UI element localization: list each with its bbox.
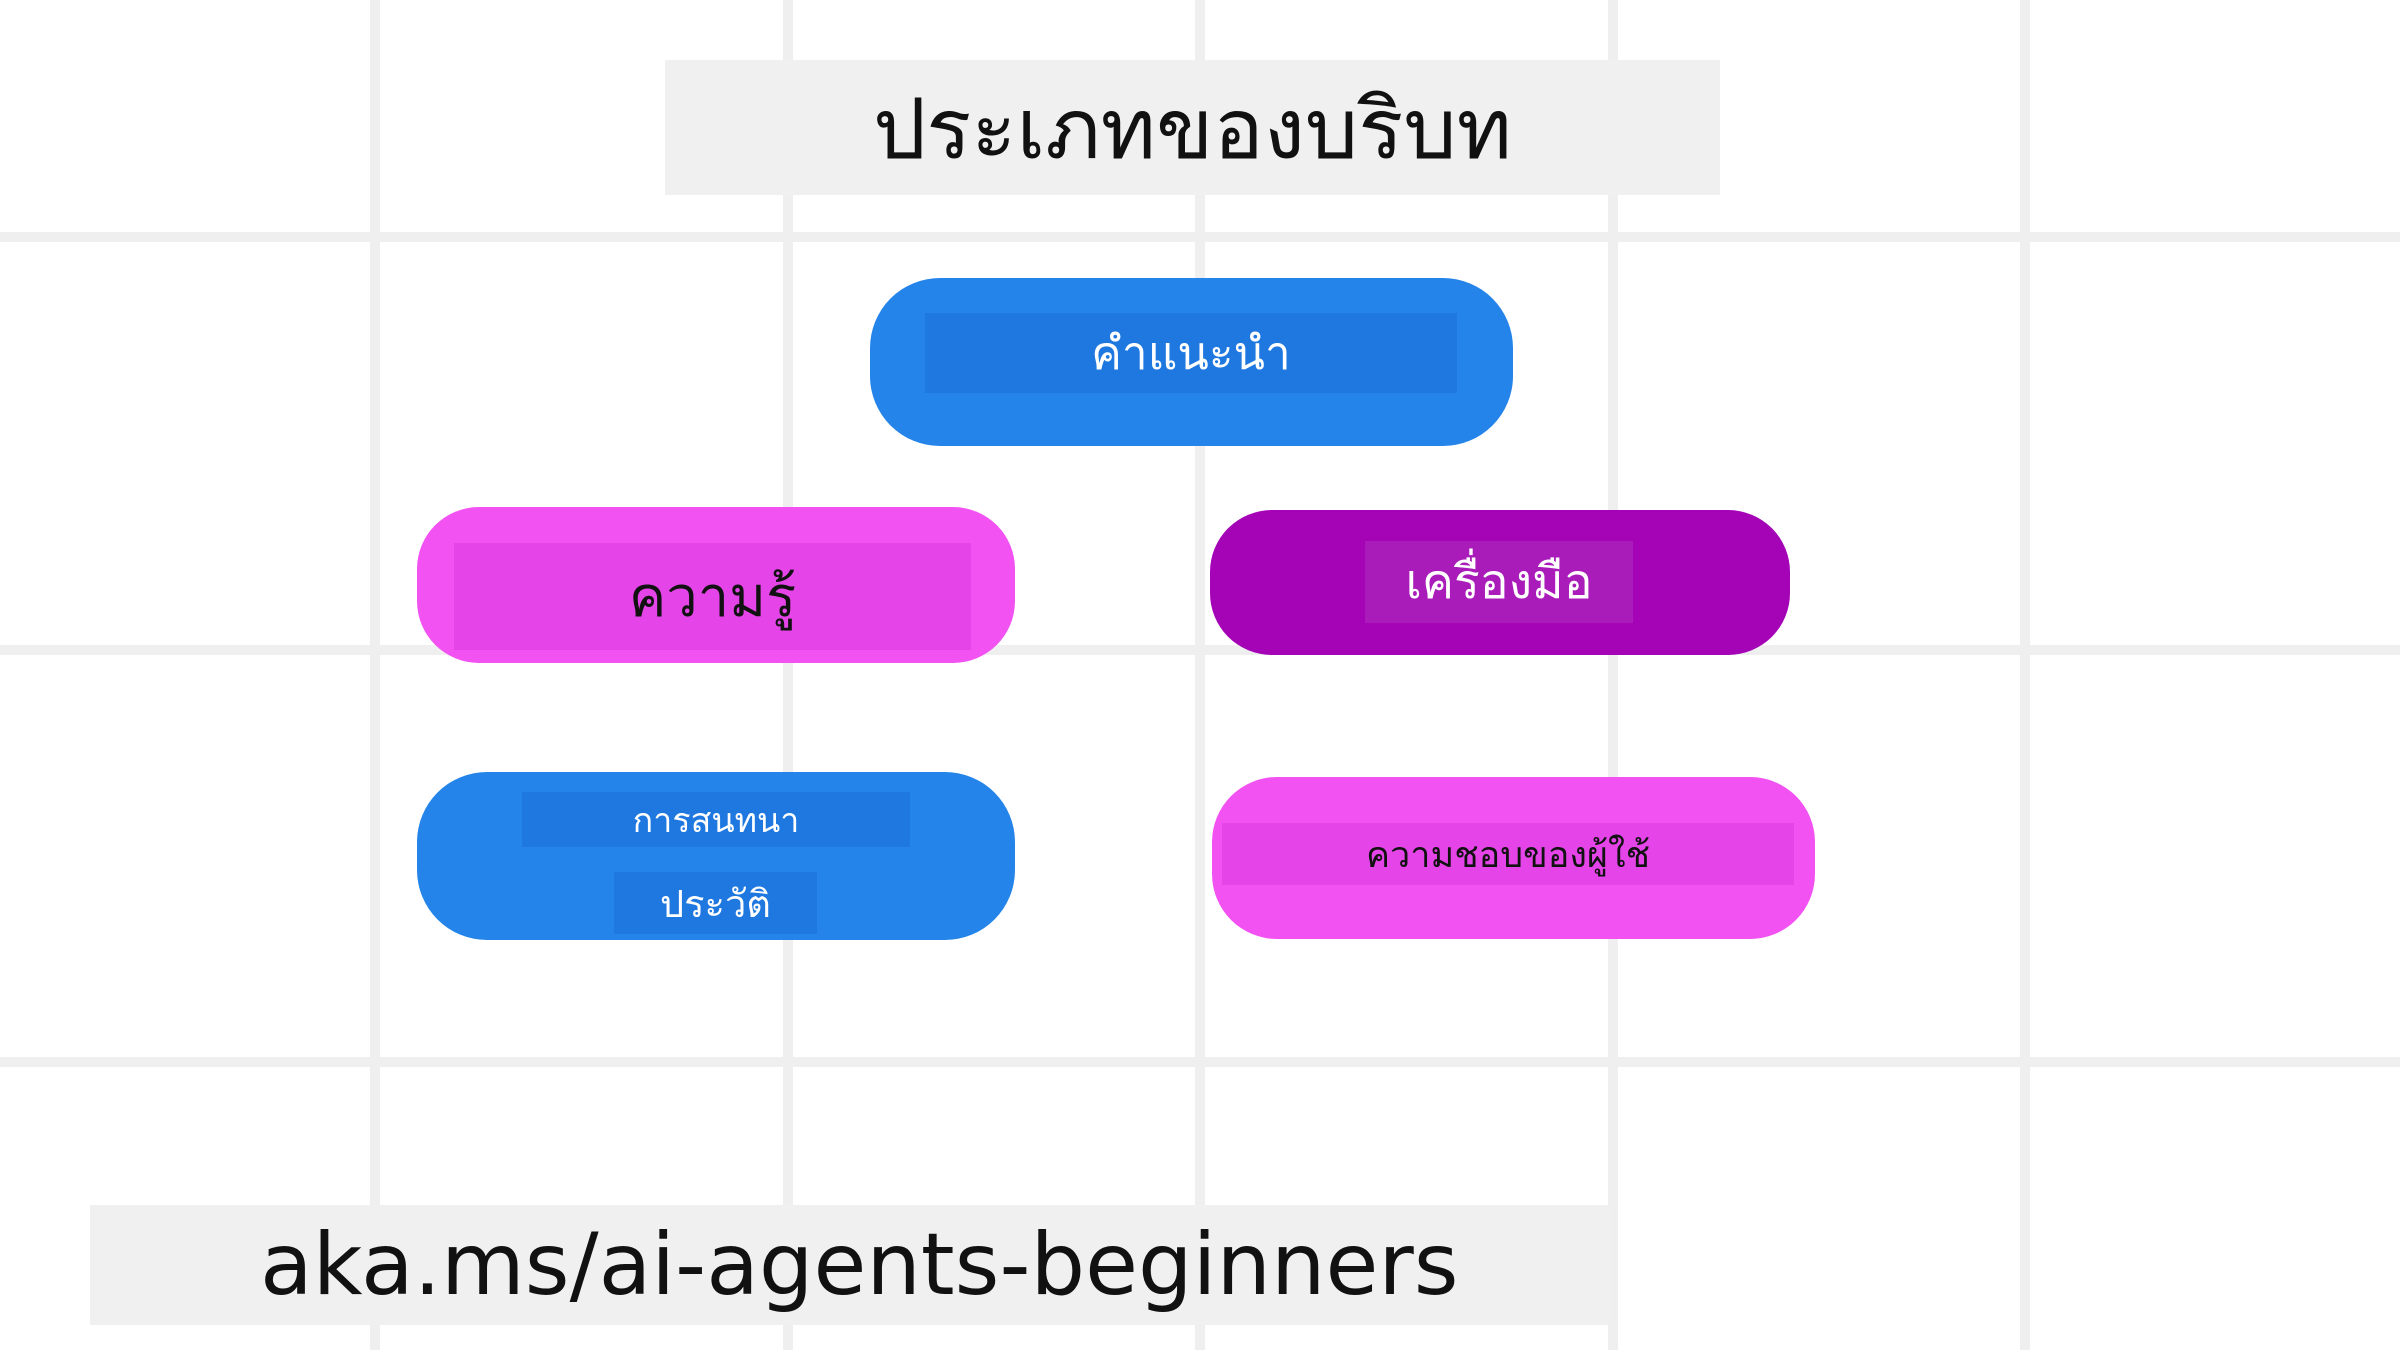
grid-line: [2020, 0, 2030, 1350]
grid-line: [0, 645, 2400, 655]
node-tools-text: เครื่องมือ: [1405, 554, 1593, 610]
grid-line: [0, 1057, 2400, 1067]
diagram-title: ประเภทของบริบท: [872, 79, 1513, 178]
node-knowledge: ความรู้: [417, 507, 1015, 663]
node-user-preferences: ความชอบของผู้ใช้: [1212, 777, 1815, 939]
node-conversation-text2: ประวัติ: [660, 881, 771, 926]
node-conversation-line2: ประวัติ: [614, 872, 817, 934]
title-panel: [665, 60, 1720, 195]
footer-panel: [90, 1205, 1610, 1325]
node-tools-label: เครื่องมือ: [1365, 541, 1633, 623]
grid-line: [1608, 0, 1618, 1350]
grid-line: [1195, 0, 1205, 1350]
node-tools: เครื่องมือ: [1210, 510, 1790, 655]
node-instructions: คำแนะนำ: [870, 278, 1513, 446]
node-knowledge-label: ความรู้: [454, 543, 971, 650]
node-conversation-history: การสนทนา ประวัติ: [417, 772, 1015, 940]
node-instructions-label: คำแนะนำ: [925, 313, 1457, 393]
node-user-preferences-text: ความชอบของผู้ใช้: [1365, 834, 1651, 876]
node-user-preferences-label: ความชอบของผู้ใช้: [1222, 823, 1794, 885]
node-conversation-text1: การสนทนา: [632, 800, 800, 841]
node-knowledge-text: ความรู้: [628, 565, 797, 630]
node-instructions-text: คำแนะนำ: [1091, 325, 1291, 380]
grid-line: [0, 232, 2400, 242]
grid-line: [783, 0, 793, 1350]
footer-link[interactable]: aka.ms/ai-agents-beginners: [260, 1215, 1459, 1315]
node-conversation-line1: การสนทนา: [522, 792, 910, 847]
grid-line: [370, 0, 380, 1350]
